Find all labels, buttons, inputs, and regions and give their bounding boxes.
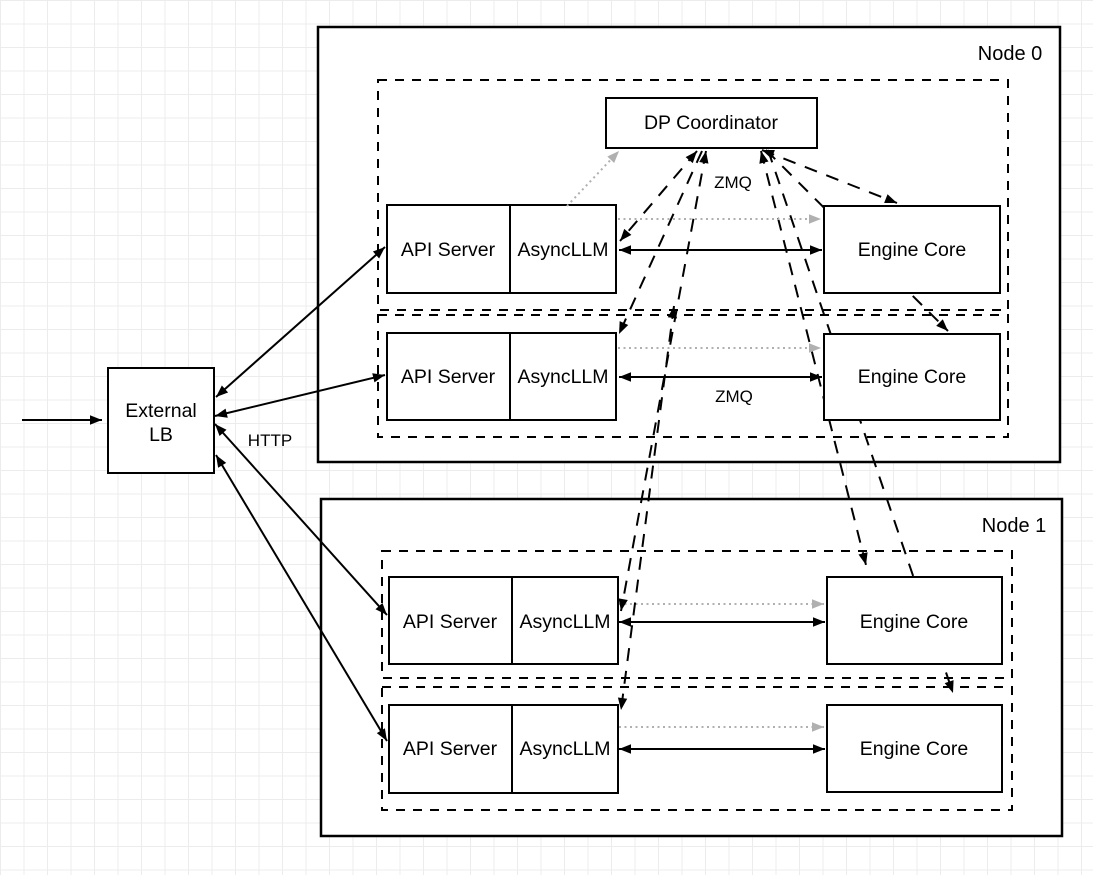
node1-row2-group-border bbox=[381, 686, 1013, 811]
engine-core-label: Engine Core bbox=[858, 239, 966, 261]
engine-core-label: Engine Core bbox=[860, 611, 968, 633]
asyncllm-label: AsyncLLM bbox=[519, 738, 610, 760]
asyncllm-label: AsyncLLM bbox=[517, 239, 608, 261]
dashed-arrow-coordinator-to-node0-engine2 bbox=[765, 149, 949, 332]
node1-row2-api-asyncllm-box bbox=[388, 704, 619, 794]
api-server-label: API Server bbox=[403, 738, 498, 760]
api-server-label: API Server bbox=[403, 611, 498, 633]
engine-core-label: Engine Core bbox=[860, 738, 968, 760]
dashed-arrow-coordinator-node0-engine1 bbox=[761, 149, 898, 204]
node1-row1-engine-core-box bbox=[826, 576, 1003, 665]
node1-label: Node 1 bbox=[982, 515, 1047, 537]
asyncllm-label: AsyncLLM bbox=[519, 611, 610, 633]
zmq-label-row2: ZMQ bbox=[715, 387, 753, 406]
node0-row2-api-asyncllm-box bbox=[386, 332, 617, 421]
engine-core-label: Engine Core bbox=[858, 366, 966, 388]
asyncllm-label: AsyncLLM bbox=[517, 366, 608, 388]
http-label: HTTP bbox=[248, 431, 292, 450]
node0-row2-engine-core-box bbox=[823, 333, 1001, 421]
api-server-label: API Server bbox=[401, 366, 496, 388]
dp-coordinator-box bbox=[605, 97, 818, 149]
external-lb-box bbox=[107, 367, 215, 474]
zmq-label-top: ZMQ bbox=[714, 173, 752, 192]
arrow-lb-node1-api2 bbox=[215, 454, 388, 742]
dp-coordinator-label: DP Coordinator bbox=[644, 112, 779, 134]
arrow-lb-node0-api1 bbox=[215, 246, 386, 398]
external-lb-label-line1: External bbox=[125, 400, 197, 422]
dashed-arrow-coordinator-to-node1-engine2 bbox=[767, 149, 954, 694]
dotted-arrow-asyncllm-to-coordinator bbox=[566, 150, 620, 207]
arrow-lb-node0-api2 bbox=[214, 373, 386, 418]
external-lb-label-line2: LB bbox=[149, 424, 173, 446]
node0-label: Node 0 bbox=[978, 43, 1043, 65]
node1-row2-engine-core-box bbox=[826, 704, 1003, 793]
node0-row1-engine-core-box bbox=[823, 205, 1001, 294]
api-server-label: API Server bbox=[401, 239, 496, 261]
node0-row1-api-asyncllm-box bbox=[386, 204, 617, 294]
